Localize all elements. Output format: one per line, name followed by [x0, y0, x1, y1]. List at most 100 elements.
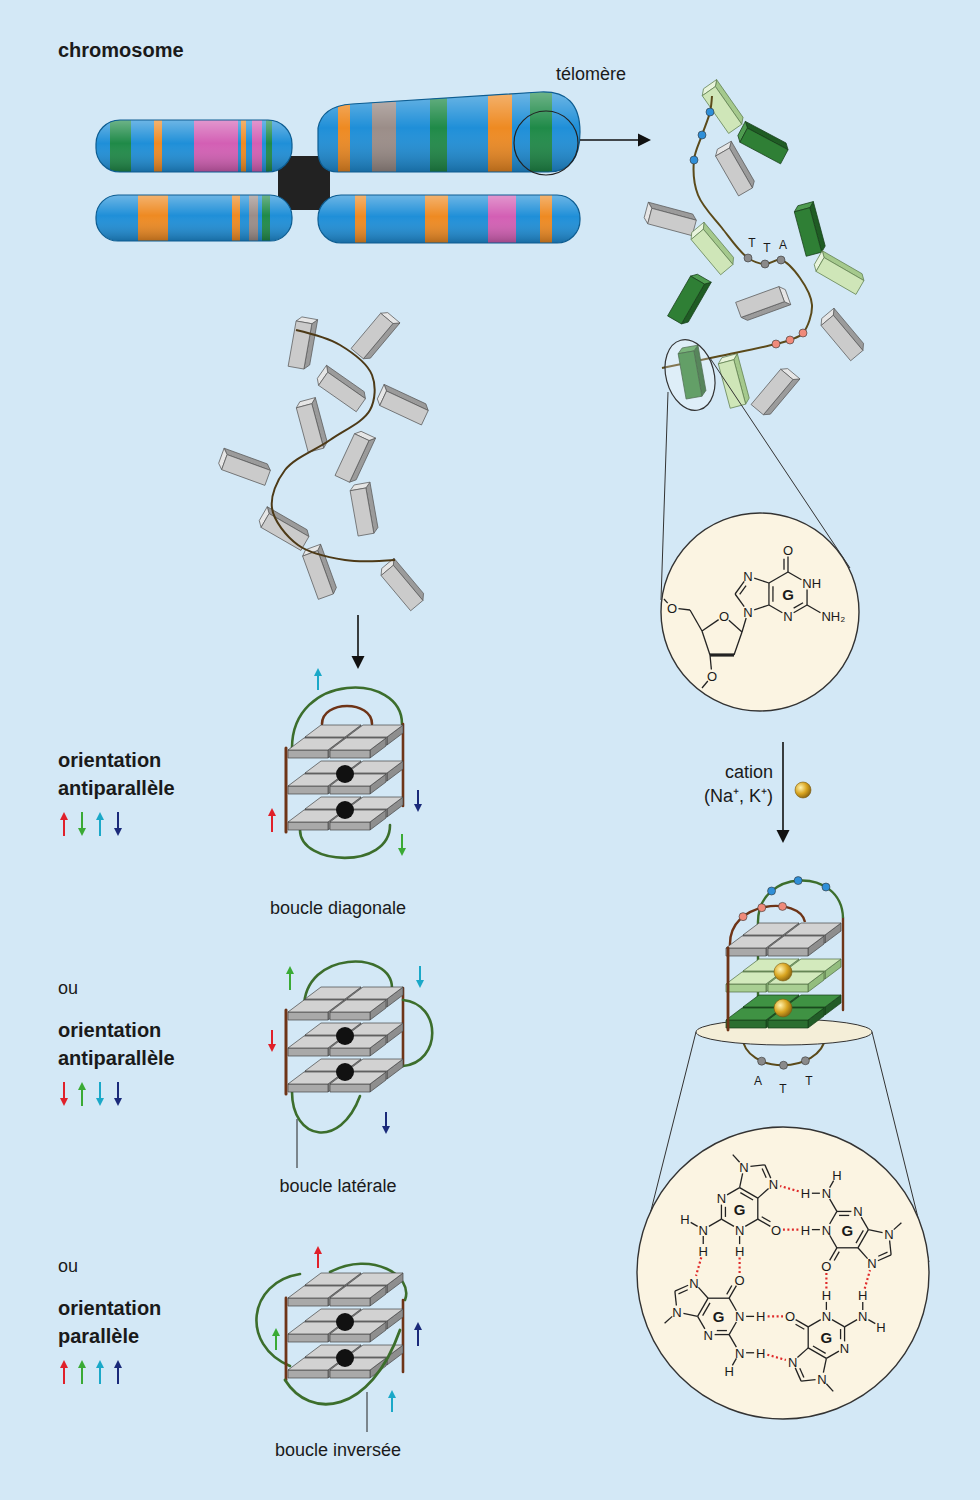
block-face — [794, 208, 821, 257]
nucleotide-dot — [768, 887, 776, 895]
chemical-bond — [735, 594, 744, 607]
loop-strand — [842, 918, 844, 1010]
zoom-circle — [637, 1127, 929, 1419]
chemical-double-bond — [796, 1324, 805, 1329]
atom-symbol: N — [822, 1187, 831, 1200]
cation-ball — [336, 1313, 354, 1331]
tile-front — [288, 1048, 328, 1056]
arrow-head — [638, 134, 651, 147]
chemical-bond — [788, 572, 801, 580]
chemical-bond — [702, 620, 719, 631]
atom-symbol: N — [743, 605, 752, 618]
block-face — [740, 128, 788, 164]
nucleotide-dot — [690, 156, 698, 164]
quadruplex-lateral — [268, 962, 432, 1168]
chemical-double-bond — [856, 1230, 863, 1243]
block-face — [319, 372, 366, 411]
arm-shading — [96, 195, 292, 241]
cation-ball — [336, 1027, 354, 1045]
tile-front — [330, 750, 370, 758]
base-block — [713, 141, 757, 196]
arrow-head — [78, 1082, 86, 1090]
base-block — [717, 354, 750, 409]
chemical-bond — [794, 605, 807, 613]
chemical-bond — [698, 1287, 708, 1298]
part-label: télomère — [556, 64, 626, 86]
atom-symbol: N — [735, 1346, 744, 1359]
base-block — [375, 384, 430, 425]
atom-symbol: N — [743, 570, 752, 583]
loop-label: boucle inversée — [275, 1440, 401, 1462]
hydrogen-bond — [739, 1258, 741, 1273]
base-block — [751, 365, 800, 418]
chemical-double-bond — [772, 586, 773, 601]
chemical-double-bond — [740, 1193, 753, 1200]
nucleotide-dot — [801, 1057, 809, 1065]
tile-top — [330, 1286, 386, 1298]
hydrogen-bond — [865, 1270, 870, 1289]
atom-symbol: N — [867, 1257, 876, 1270]
base-block — [736, 285, 791, 322]
nucleotide-dot — [698, 131, 706, 139]
chemical-bond — [708, 1298, 729, 1299]
chemical-bond — [729, 1335, 736, 1348]
atom-symbol: O — [667, 602, 677, 615]
arm-outline — [96, 120, 292, 172]
chemical-bond — [845, 1320, 858, 1327]
chemical-double-bond — [762, 1168, 766, 1177]
chemical-bond — [675, 1291, 677, 1305]
arrow-head — [96, 1098, 104, 1106]
chemical-bond — [710, 655, 711, 670]
atom-symbol: O — [719, 610, 729, 623]
block-face — [648, 208, 697, 235]
strand-direction-arrow — [117, 812, 119, 830]
chemical-bond — [740, 1173, 743, 1187]
chemical-bond — [729, 620, 742, 632]
atom-symbol: N — [769, 1178, 778, 1191]
chemical-bond — [709, 1219, 722, 1226]
chemical-bond — [703, 1236, 704, 1244]
nucleotide-dot — [758, 1057, 766, 1065]
tile-front — [330, 1012, 370, 1020]
atom-symbol: O — [785, 1310, 795, 1323]
orientation-label: orientation parallèle — [58, 1294, 198, 1350]
arm-outline — [318, 92, 580, 172]
atom-symbol: N — [735, 1310, 744, 1323]
chemical-bond — [830, 1235, 837, 1248]
hydrogen-bond — [768, 1315, 783, 1317]
arrow-head — [96, 812, 104, 820]
arrow-head — [272, 1328, 280, 1336]
atom-symbol: N — [884, 1227, 893, 1240]
tetrad-plate — [288, 761, 403, 794]
chemical-double-bond — [800, 1368, 804, 1377]
strand-direction-arrow — [271, 1030, 273, 1046]
base-letter: T — [779, 1082, 786, 1096]
loop-strand — [403, 1000, 432, 1066]
nucleotide-dot — [761, 260, 769, 268]
strand-direction-arrow — [419, 966, 421, 982]
strand-direction-arrow — [99, 1366, 101, 1384]
block-face — [222, 455, 271, 486]
nucleotide-dot — [822, 883, 830, 891]
telomere-ring — [514, 111, 578, 175]
arm-shading — [318, 92, 580, 172]
arrow-head — [60, 1360, 68, 1368]
nucleotide-dot — [780, 1061, 788, 1069]
tile-front — [288, 786, 328, 794]
strand-direction-arrow — [401, 834, 403, 850]
nucleotide-dot — [786, 336, 794, 344]
chemical-bond — [797, 1348, 808, 1358]
zoom-circle — [661, 513, 859, 711]
chemical-bond — [691, 1222, 698, 1226]
atom-symbol: H — [822, 1289, 831, 1302]
arm-shading — [318, 195, 580, 243]
arrow-head — [416, 980, 424, 988]
loop-label: boucle diagonale — [270, 898, 406, 920]
arrow-head — [388, 1390, 396, 1398]
chemical-bond — [710, 653, 734, 656]
loop-strand — [292, 1092, 360, 1132]
chemical-double-bond — [727, 1286, 732, 1295]
tile-top — [347, 1023, 403, 1035]
base-block — [812, 251, 867, 295]
chemical-bond — [861, 1217, 868, 1230]
